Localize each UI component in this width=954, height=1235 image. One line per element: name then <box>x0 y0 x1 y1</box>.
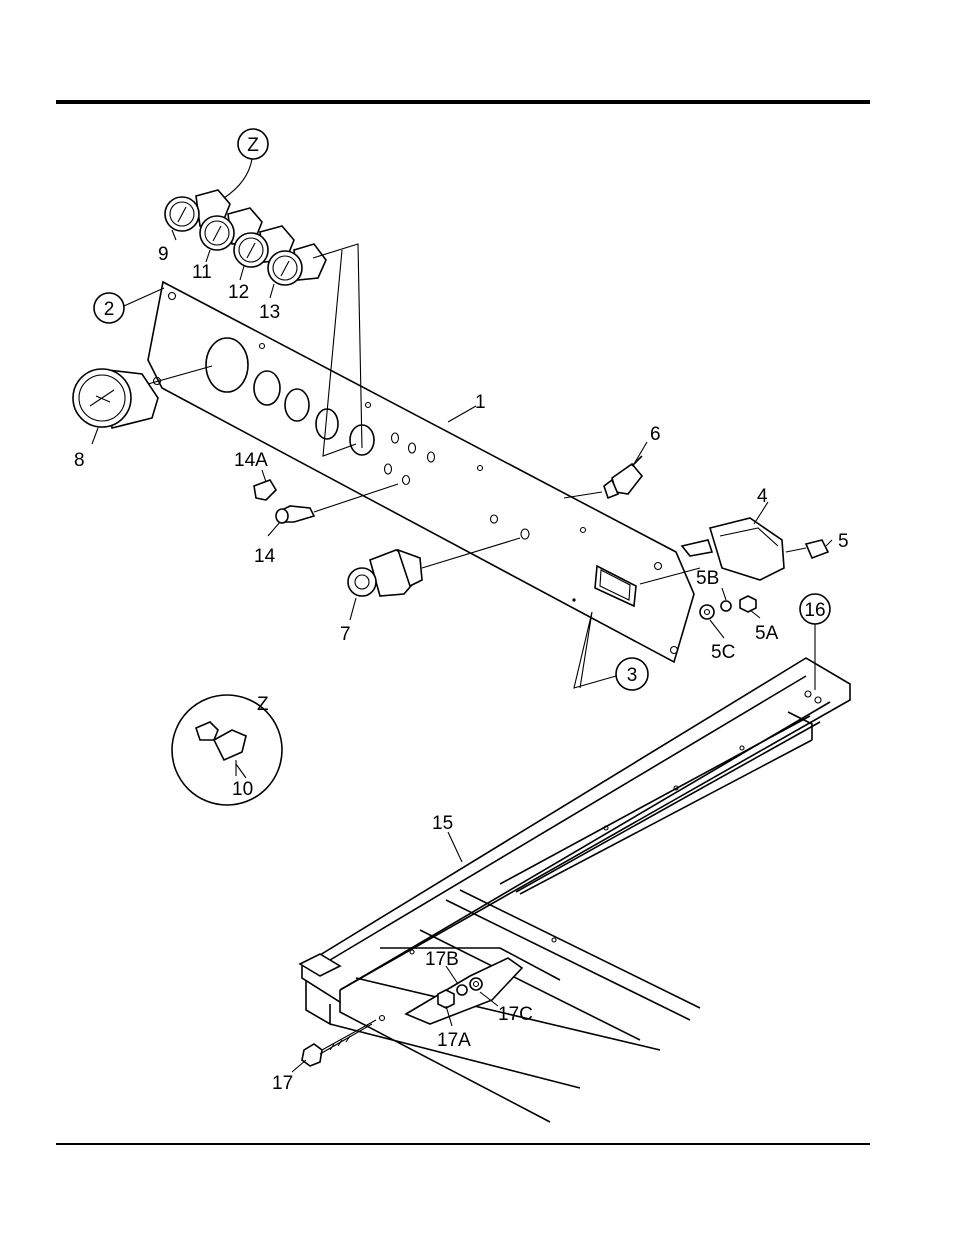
label-7: 7 <box>340 624 351 645</box>
label-z-detail: Z <box>257 694 269 715</box>
label-5c: 5C <box>711 642 735 663</box>
label-13: 13 <box>259 302 280 323</box>
label-11: 11 <box>192 262 212 283</box>
callout-z: Z <box>247 135 259 156</box>
label-1: 1 <box>475 392 486 413</box>
hardware-5abc <box>700 596 756 619</box>
label-10: 10 <box>232 779 253 800</box>
key-switch-7 <box>348 538 520 596</box>
gauge-8 <box>73 366 212 428</box>
label-4: 4 <box>757 486 768 507</box>
instrument-panel <box>148 282 694 662</box>
switch-14 <box>254 480 398 523</box>
label-6: 6 <box>650 424 661 445</box>
frame-15 <box>300 658 850 1122</box>
callout-2: 2 <box>104 299 115 320</box>
callout-3: 3 <box>627 665 638 686</box>
label-17b: 17B <box>425 949 459 970</box>
label-17c: 17C <box>498 1004 533 1025</box>
label-9: 9 <box>158 244 169 265</box>
label-15: 15 <box>432 813 453 834</box>
label-14: 14 <box>254 546 276 567</box>
label-5: 5 <box>838 531 849 552</box>
label-8: 8 <box>74 450 85 471</box>
label-14a: 14A <box>234 450 268 471</box>
label-5a: 5A <box>755 623 779 644</box>
callout-16: 16 <box>804 600 825 621</box>
buzzer-4 <box>640 518 828 584</box>
label-12: 12 <box>228 282 249 303</box>
label-17a: 17A <box>437 1030 471 1051</box>
toggle-switch-6 <box>564 456 642 498</box>
label-5b: 5B <box>696 568 719 589</box>
label-17: 17 <box>272 1073 293 1094</box>
